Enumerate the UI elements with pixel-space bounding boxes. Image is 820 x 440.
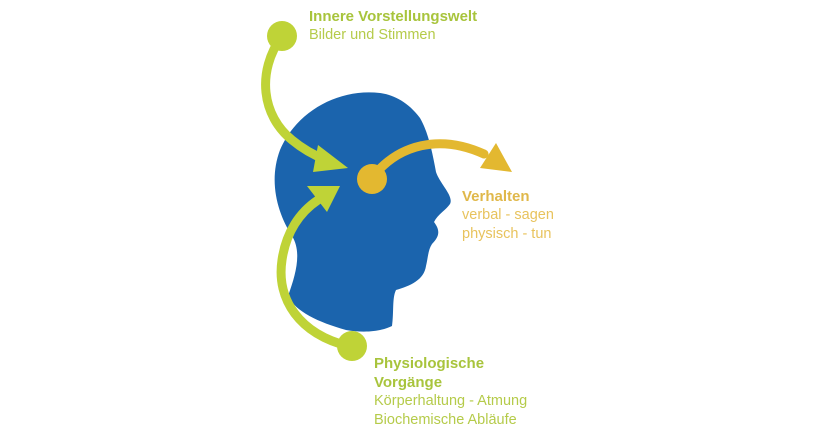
physiology-title-line1: Physiologische xyxy=(374,355,485,372)
physiology-arrowhead xyxy=(307,186,340,212)
physiology-label: Physiologische Vorgänge Körperhaltung - … xyxy=(374,354,527,430)
physiology-line-biochem: Biochemische Abläufe xyxy=(374,412,517,428)
behavior-label: Verhalten verbal - sagen physisch - tun xyxy=(462,187,554,244)
physiology-line-posture: Körperhaltung - Atmung xyxy=(374,393,528,409)
physiology-title-line2: Vorgänge xyxy=(374,374,443,391)
physiology-arrow xyxy=(276,195,353,351)
behavior-title: Verhalten xyxy=(462,188,530,205)
inner-world-title: Innere Vorstellungswelt xyxy=(309,8,478,25)
behavior-line-verbal: verbal - sagen xyxy=(462,207,554,223)
inner-world-arrowhead xyxy=(313,145,348,172)
inner-world-arrow xyxy=(261,31,331,165)
inner-world-dot xyxy=(267,21,297,51)
physiology-dot xyxy=(337,331,367,361)
center-dot xyxy=(357,164,387,194)
inner-world-subtitle: Bilder und Stimmen xyxy=(309,27,436,43)
behavior-line-physical: physisch - tun xyxy=(462,226,552,242)
behavior-arrowhead xyxy=(480,143,512,172)
inner-world-label: Innere Vorstellungswelt Bilder und Stimm… xyxy=(309,7,477,45)
